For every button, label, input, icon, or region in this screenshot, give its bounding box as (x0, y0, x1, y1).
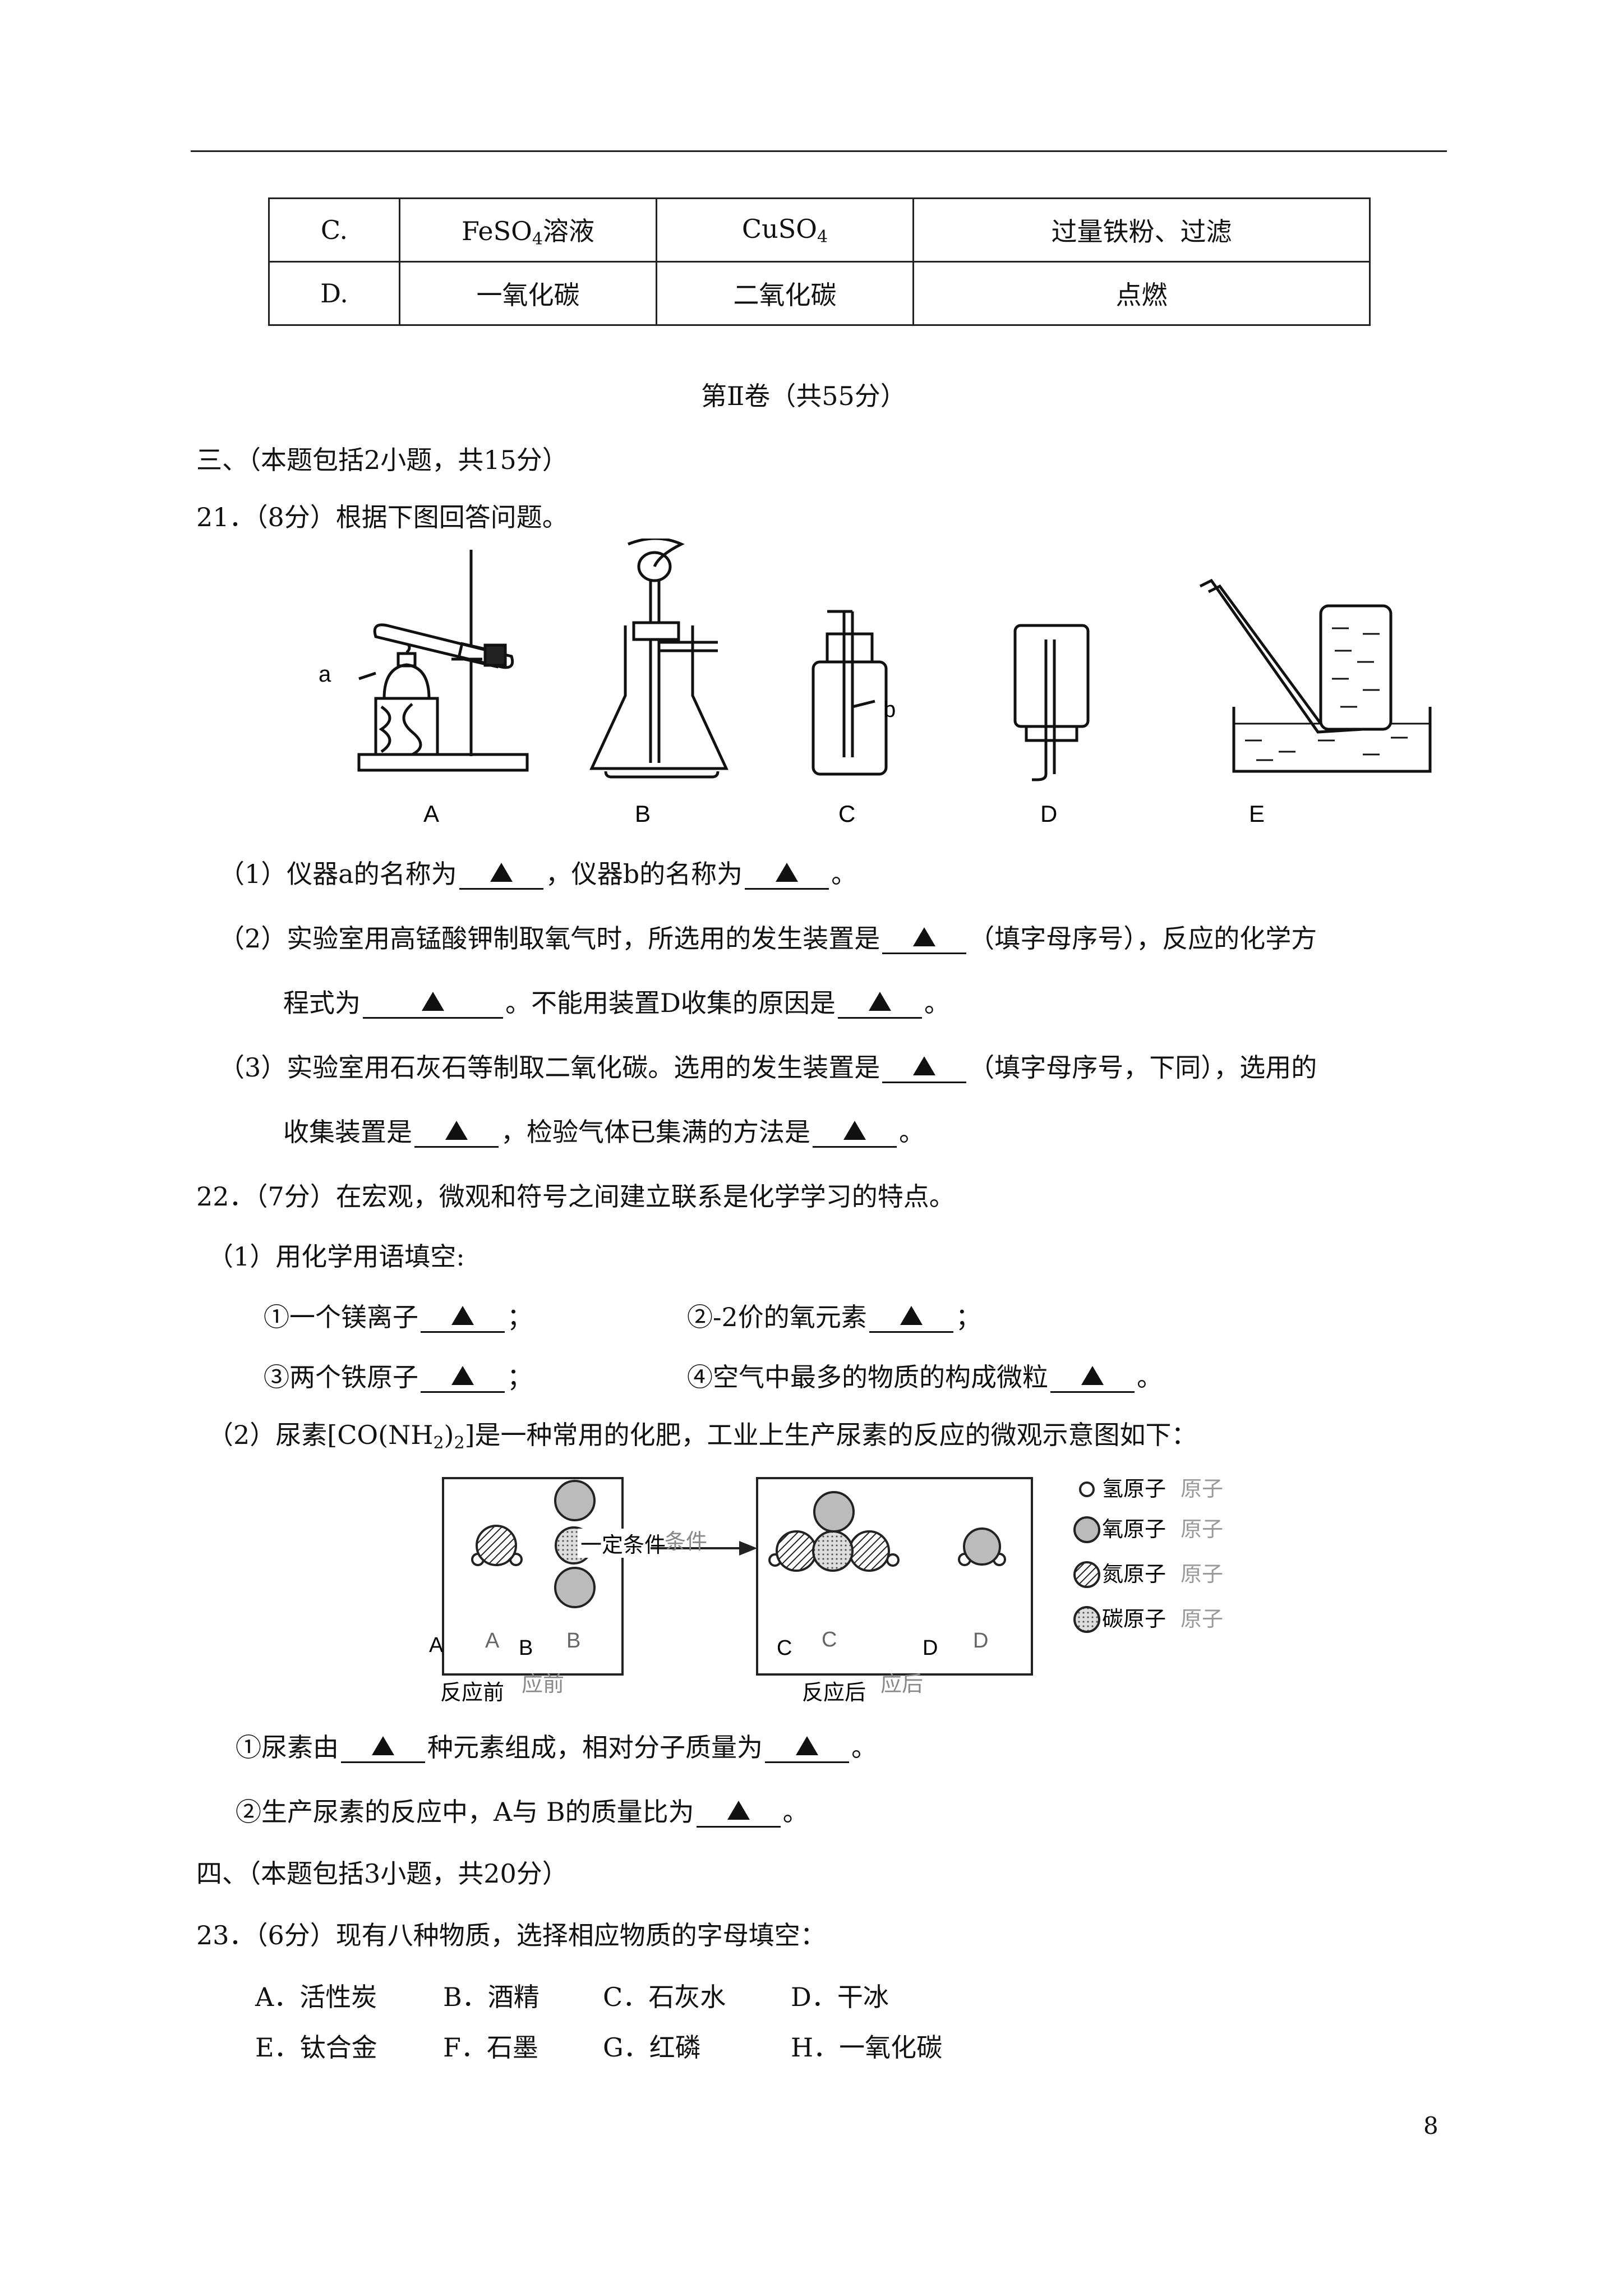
table-row: D. 一氧化碳 二氧化碳 点燃 (268, 261, 1371, 326)
label-a: a (319, 662, 331, 687)
after-ghost: 应后 (880, 1673, 923, 1696)
q22-question2: ②生产尿素的反应中，A与 B的质量比为。 (236, 1797, 809, 1828)
impurity-cell: 二氧化碳 (656, 261, 914, 326)
before-label: 反应前 (440, 1681, 504, 1705)
question-stem: 23．（6分）现有八种物质，选择相应物质的字母填空： (196, 1920, 826, 1950)
q21-part2-line1: （2）实验室用高锰酸钾制取氧气时，所选用的发生装置是（填字母序号），反应的化学方 (219, 923, 1317, 954)
impurity-cell: CuSO4 (656, 197, 914, 263)
condition-label: 一定条件 (580, 1534, 666, 1557)
header-rule (191, 150, 1447, 152)
label-C: C (777, 1636, 792, 1660)
answer-blank[interactable] (765, 1733, 849, 1763)
answer-blank[interactable] (1050, 1363, 1135, 1393)
before-ghost: 应前 (522, 1673, 564, 1696)
answer-blank[interactable] (696, 1798, 781, 1828)
answer-blank[interactable] (459, 860, 543, 890)
option-A: A．活性炭 (255, 1982, 377, 2012)
label-A-ghost: A (485, 1629, 500, 1653)
label-E: E (1249, 800, 1265, 827)
label-C: C (838, 800, 855, 827)
label-A: A (423, 800, 439, 827)
part-heading: 四、（本题包括3小题，共20分） (196, 1858, 568, 1889)
option-D: D．干冰 (791, 1982, 889, 2012)
q22-question1: ①尿素由种元素组成，相对分子质量为。 (236, 1732, 877, 1763)
row-letter: C. (268, 197, 400, 263)
q21-part3-line2: 收集装置是，检验气体已集满的方法是。 (283, 1117, 925, 1148)
after-label: 反应后 (802, 1681, 866, 1705)
q22-sub1: （1）用化学用语填空: (208, 1241, 465, 1272)
options-table: C. FeSO4溶液 CuSO4 过量铁粉、过滤 D. 一氧化碳 二氧化碳 点燃 (268, 197, 1371, 326)
answer-blank[interactable] (882, 924, 967, 954)
legend-ghost: 原子 (1181, 1563, 1223, 1586)
legend-ghost: 原子 (1181, 1608, 1223, 1631)
answer-blank[interactable] (869, 1303, 953, 1333)
row-letter: D. (268, 261, 400, 326)
label-B: B (519, 1636, 533, 1660)
label-D: D (923, 1636, 938, 1660)
option-F: F．石墨 (443, 2032, 538, 2063)
answer-blank[interactable] (421, 1303, 505, 1333)
page-number: 8 (1423, 2112, 1438, 2139)
q21-part3-line1: （3）实验室用石灰石等制取二氧化碳。选用的发生装置是（填字母序号，下同），选用的 (219, 1052, 1317, 1083)
question-stem: 22．（7分）在宏观，微观和符号之间建立联系是化学学习的特点。 (196, 1181, 955, 1212)
label-B-ghost: B (566, 1629, 580, 1653)
option-B: B．酒精 (443, 1982, 540, 2012)
substance-cell: 一氧化碳 (399, 261, 657, 326)
q22-item1: ①一个镁离子； (264, 1302, 533, 1333)
legend-oxygen: 氧原子 (1102, 1518, 1166, 1542)
legend-ghost: 原子 (1181, 1518, 1223, 1542)
option-H: H．一氧化碳 (791, 2032, 943, 2063)
answer-blank[interactable] (421, 1363, 505, 1393)
apparatus-figure: a b A B C D E (319, 539, 1432, 827)
reaction-diagram: 一定条件 条件 A A B B C C D D 反应前 应前 反应后 应后 氢原… (429, 1477, 1223, 1705)
answer-blank[interactable] (882, 1053, 967, 1083)
q22-item2: ②-2价的氧元素； (687, 1302, 981, 1333)
substance-cell: FeSO4溶液 (399, 197, 657, 263)
method-cell: 过量铁粉、过滤 (912, 197, 1371, 263)
legend-hydrogen: 氢原子 (1102, 1478, 1166, 1501)
label-D-ghost: D (973, 1629, 988, 1653)
answer-blank[interactable] (837, 989, 922, 1019)
q21-part2-line2: 程式为。不能用装置D收集的原因是。 (283, 988, 950, 1019)
option-E: E．钛合金 (255, 2032, 377, 2063)
answer-blank[interactable] (414, 1118, 499, 1148)
part-heading: 三、（本题包括2小题，共15分） (196, 445, 568, 475)
label-C-ghost: C (822, 1628, 837, 1651)
q22-item4: ④空气中最多的物质的构成微粒。 (687, 1362, 1163, 1393)
table-row: C. FeSO4溶液 CuSO4 过量铁粉、过滤 (268, 197, 1371, 263)
label-B: B (635, 800, 651, 827)
answer-blank[interactable] (363, 989, 503, 1019)
q22-item3: ③两个铁原子； (264, 1362, 533, 1393)
section-title: 第Ⅱ卷（共55分） (701, 381, 906, 411)
condition-ghost: 条件 (665, 1530, 707, 1554)
label-D: D (1040, 800, 1057, 827)
option-C: C．石灰水 (603, 1982, 726, 2012)
legend-carbon: 碳原子 (1102, 1608, 1166, 1631)
question-stem: 21．（8分）根据下图回答问题。 (196, 502, 568, 532)
answer-blank[interactable] (341, 1733, 425, 1763)
legend-ghost: 原子 (1181, 1478, 1223, 1501)
label-A: A (429, 1634, 444, 1657)
q21-part1: （1）仪器a的名称为，仪器b的名称为。 (219, 859, 857, 890)
answer-blank[interactable] (813, 1118, 897, 1148)
method-cell: 点燃 (912, 261, 1371, 326)
label-b: b (883, 697, 896, 722)
answer-blank[interactable] (745, 860, 829, 890)
option-G: G．红磷 (603, 2032, 701, 2063)
q22-sub2: （2）尿素[CO(NH2)2]是一种常用的化肥，工业上生产尿素的反应的微观示意图… (208, 1420, 1197, 1453)
legend-nitrogen: 氮原子 (1102, 1563, 1166, 1586)
